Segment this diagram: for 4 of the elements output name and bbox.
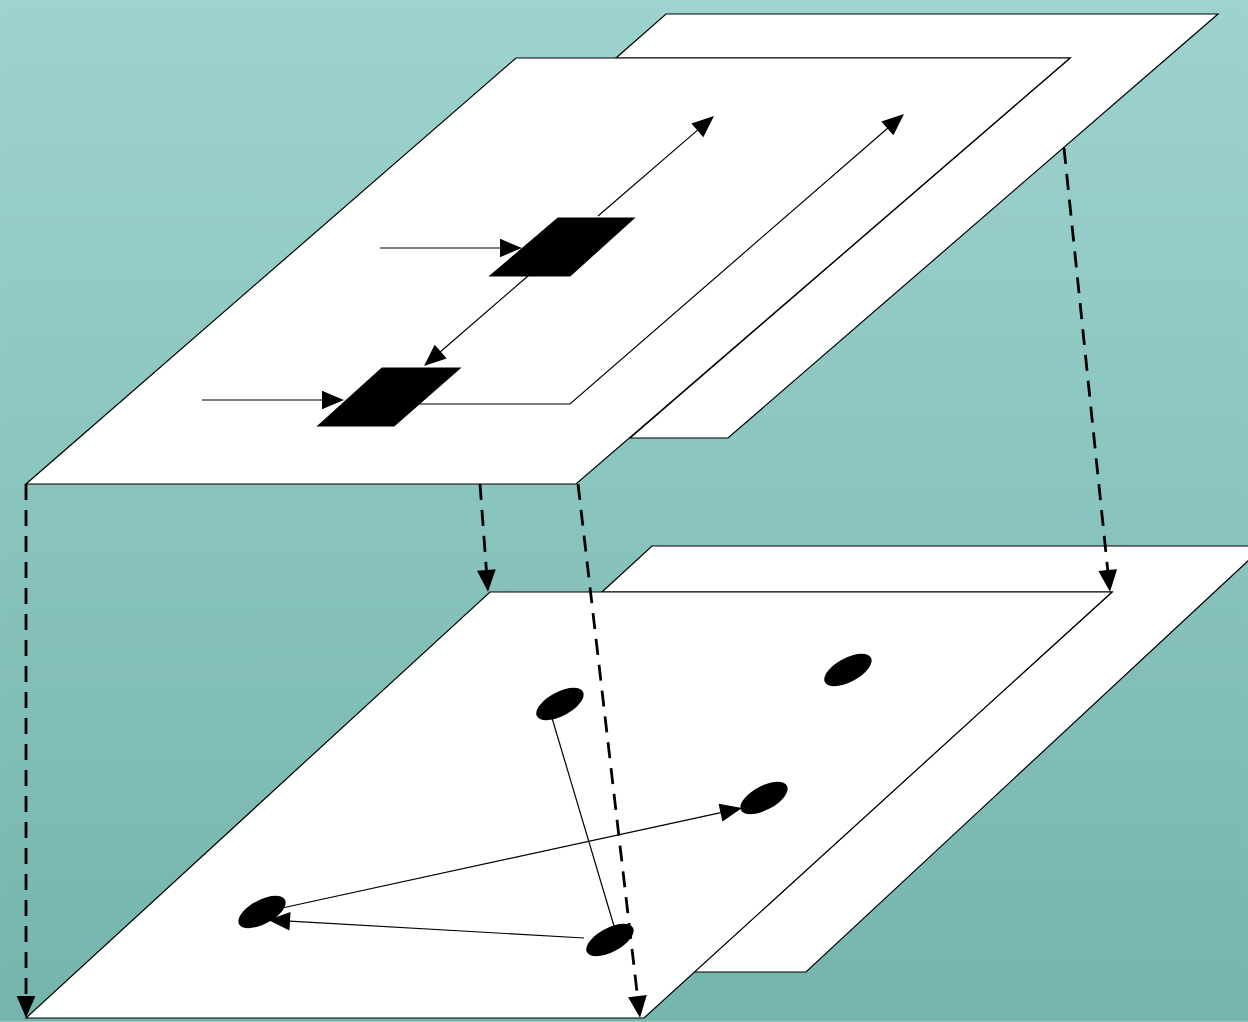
arrow	[424, 275, 529, 366]
arrow	[597, 116, 714, 217]
arrow	[413, 114, 904, 405]
arrow	[281, 803, 742, 909]
